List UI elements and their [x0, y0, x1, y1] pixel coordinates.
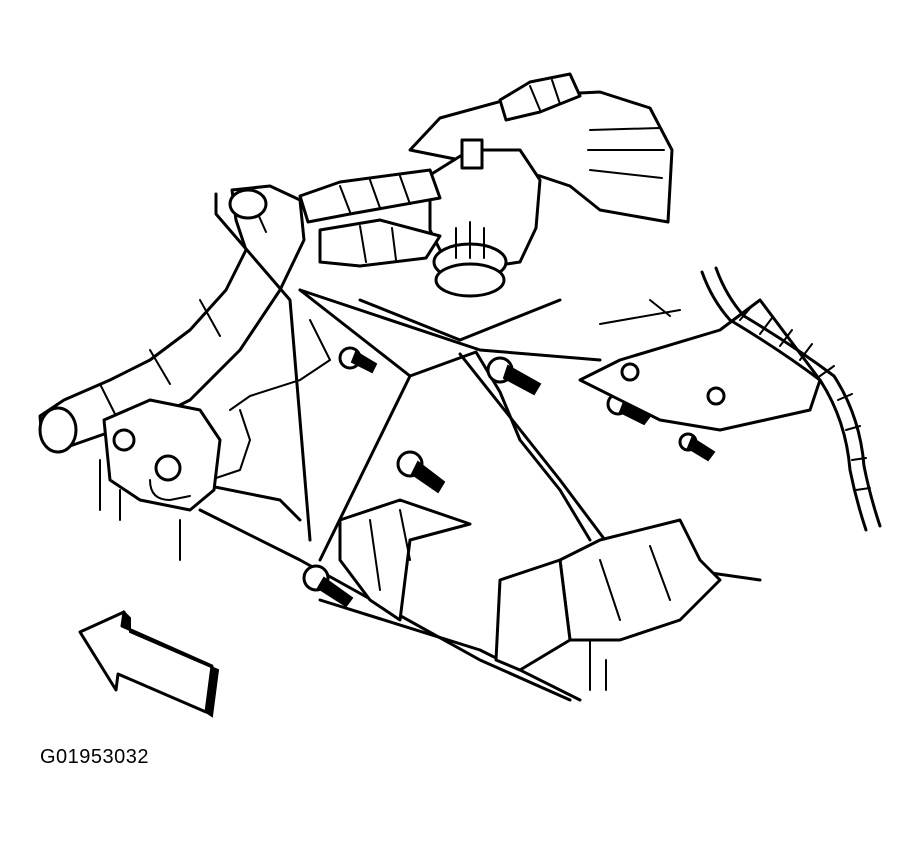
spark-plug-wires — [298, 72, 582, 268]
intake-hose — [38, 184, 306, 454]
bolt-upper-left — [338, 346, 378, 374]
left-engine-mount — [99, 398, 222, 561]
figure-code: G01953032 — [40, 746, 150, 768]
bolt-lower-left — [302, 564, 354, 608]
distributor-assembly — [408, 90, 674, 298]
mount-bolts — [302, 346, 716, 608]
bolt-center-top — [486, 356, 542, 396]
wiring-harness — [700, 266, 882, 532]
front-arrow-icon — [78, 609, 220, 718]
frame-gusset — [338, 498, 472, 622]
bolt-far-right — [678, 432, 716, 462]
right-engine-mount — [494, 518, 722, 691]
bolt-center-mid — [396, 450, 446, 494]
